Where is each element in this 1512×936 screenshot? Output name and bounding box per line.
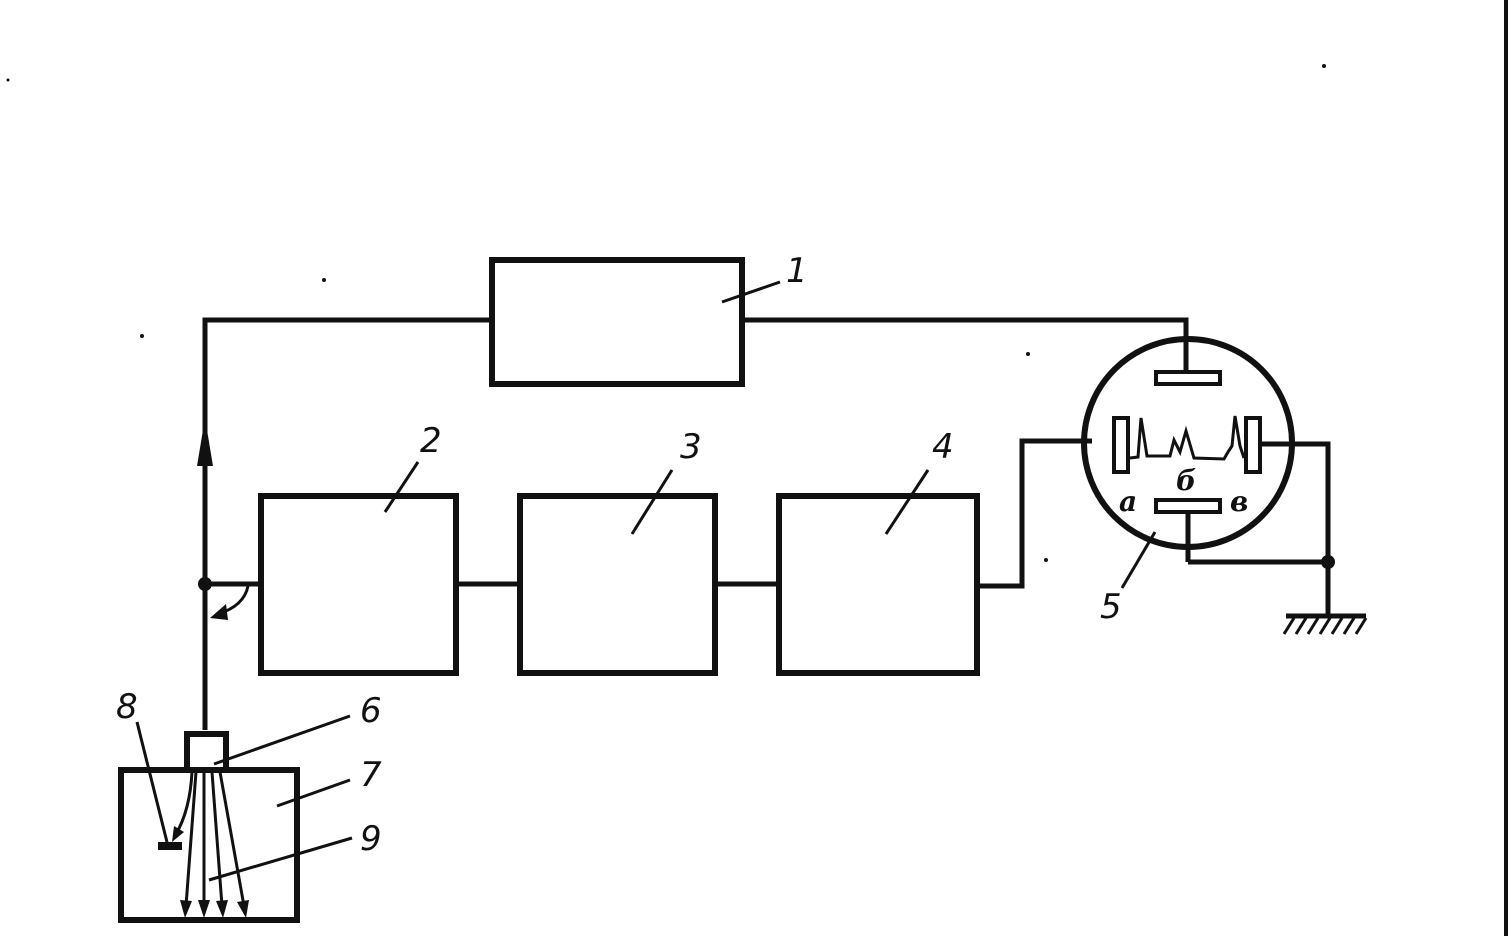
ray-curved [174, 771, 194, 835]
tube-letter-v: в [1230, 485, 1248, 518]
label-4: 4 [932, 427, 954, 467]
tube-top-electrode [1154, 370, 1222, 386]
block-1 [489, 257, 745, 387]
tube-electrode-b [1154, 498, 1222, 514]
label-2: 2 [420, 421, 442, 461]
element-8 [158, 842, 182, 850]
ray-2-head [198, 900, 210, 918]
label-7: 7 [360, 755, 382, 795]
ray-4-head [237, 900, 249, 918]
junction-node-left [198, 577, 212, 591]
ray-3 [210, 771, 224, 907]
leader-8 [135, 721, 169, 843]
block-2 [258, 493, 459, 676]
label-8: 8 [116, 687, 138, 727]
vessel-7 [118, 767, 300, 923]
tube-letter-b: б [1176, 464, 1196, 497]
block-3 [517, 493, 718, 676]
leader-1 [721, 280, 781, 304]
tube-electrode-a [1112, 416, 1130, 474]
ray-1-head [180, 900, 192, 918]
probe-6 [184, 731, 229, 773]
label-3: 3 [680, 427, 702, 467]
switch-arrowhead [210, 604, 228, 620]
ray-3-head [216, 900, 228, 918]
junction-node-right [1321, 555, 1335, 569]
wire-tube-right [1260, 441, 1331, 614]
label-6: 6 [360, 691, 382, 731]
leader-7 [276, 778, 351, 808]
leader-9 [208, 836, 353, 882]
ray-1 [184, 771, 198, 907]
tube-letter-a: а [1119, 485, 1137, 518]
wire-top-left [202, 317, 492, 730]
tube-electrode-v [1244, 416, 1262, 474]
scan-speckles [6, 64, 1326, 562]
wire-4-to-tube [977, 438, 1092, 589]
rays-9 [172, 771, 249, 918]
leader-2 [383, 461, 420, 513]
ray-4 [218, 771, 246, 907]
label-5: 5 [1100, 587, 1122, 627]
label-9: 9 [360, 819, 382, 859]
leader-3 [630, 469, 674, 535]
leader-4 [884, 469, 930, 535]
block-4 [776, 493, 980, 676]
leader-6 [213, 714, 351, 766]
ray-curved-head [172, 826, 184, 842]
tube-trace [1129, 415, 1246, 461]
label-1: 1 [786, 251, 808, 291]
arrow-up-marker [197, 418, 213, 466]
ground-hatching [1282, 617, 1368, 635]
leader-5 [1120, 531, 1157, 589]
